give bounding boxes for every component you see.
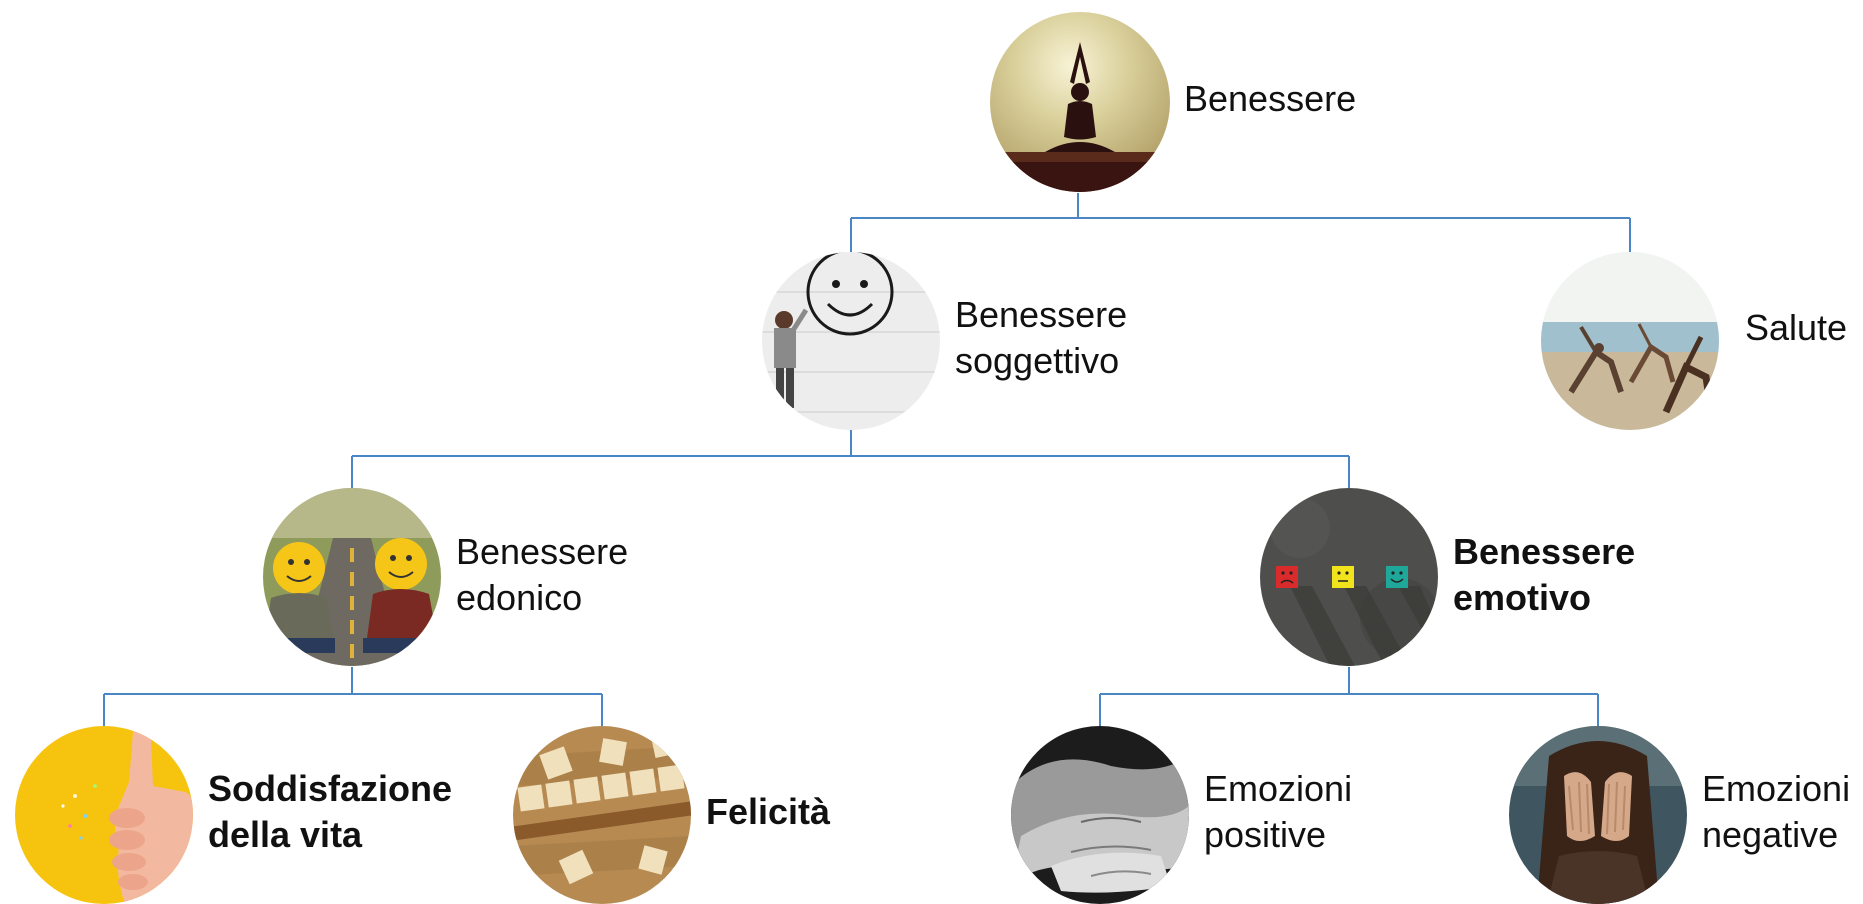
holding-hands-photo	[1011, 726, 1189, 904]
label-line: Emozioni	[1702, 768, 1851, 809]
label-line: Benessere	[955, 294, 1128, 335]
label-line: edonico	[456, 577, 583, 618]
scrabble-happiness-photo	[513, 726, 691, 904]
label-felicita: Felicità	[706, 789, 830, 835]
yoga-group-beach-photo	[1541, 252, 1719, 430]
label-emozioni-positive: Emozioni positive	[1204, 766, 1352, 858]
smiley-faces-road-photo	[263, 488, 441, 666]
label-line: Emozioni	[1204, 768, 1353, 809]
label-line: della vita	[208, 814, 363, 855]
smiley-wall-drawing-photo	[762, 252, 940, 430]
label-benessere-soggettivo: Benessere soggettivo	[955, 292, 1127, 384]
label-benessere: Benessere	[1184, 76, 1356, 122]
label-line: Benessere	[1453, 531, 1636, 572]
label-line: Benessere	[456, 531, 629, 572]
emotion-cubes-photo	[1260, 488, 1438, 666]
label-soddisfazione-della-vita: Soddisfazione della vita	[208, 766, 452, 858]
label-line: emotivo	[1453, 577, 1592, 618]
label-benessere-edonico: Benessere edonico	[456, 529, 628, 621]
label-line: positive	[1204, 814, 1327, 855]
face-in-hands-photo	[1509, 726, 1687, 904]
label-line: Felicità	[706, 791, 831, 832]
label-line: negative	[1702, 814, 1839, 855]
meditation-silhouette-photo	[990, 12, 1170, 192]
label-salute: Salute	[1745, 305, 1847, 351]
label-line: Salute	[1745, 307, 1848, 348]
label-line: Soddisfazione	[208, 768, 453, 809]
thumbs-up-photo	[15, 726, 193, 904]
label-line: soggettivo	[955, 340, 1120, 381]
label-emozioni-negative: Emozioni negative	[1702, 766, 1850, 858]
label-benessere-emotivo: Benessere emotivo	[1453, 529, 1635, 621]
label-line: Benessere	[1184, 78, 1357, 119]
